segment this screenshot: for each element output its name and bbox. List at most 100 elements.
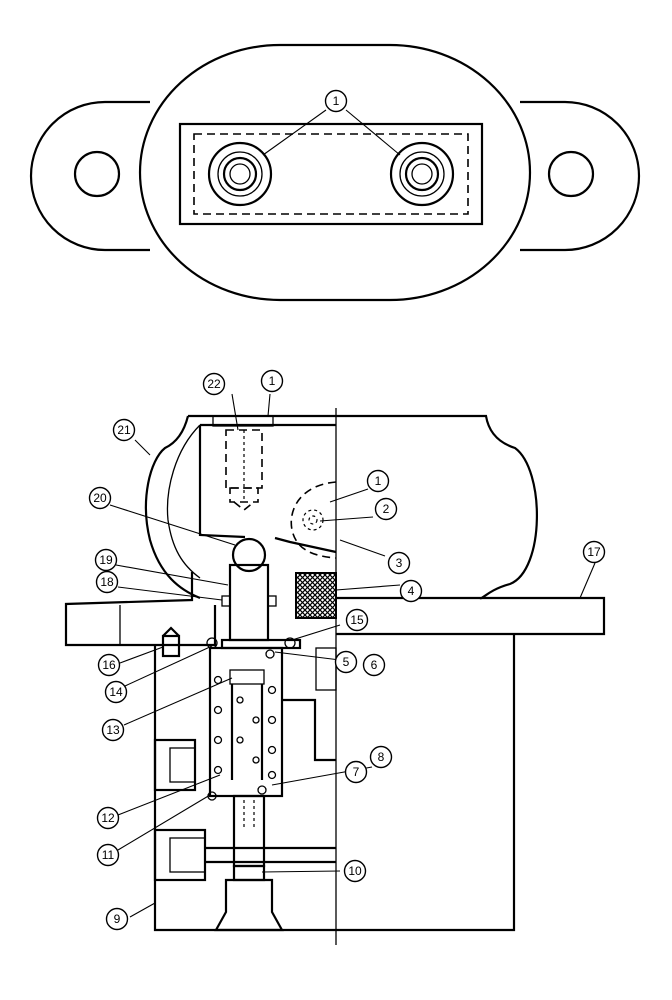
callout-circle	[96, 843, 120, 867]
callout-label: 17	[587, 545, 601, 559]
left-mounting-ear	[29, 100, 150, 252]
callout-label: 19	[99, 553, 113, 567]
callout-label: 10	[348, 864, 362, 878]
callout-circle	[96, 806, 120, 830]
left-flange	[64, 572, 217, 647]
callout-label: 18	[100, 575, 114, 589]
top-cap	[212, 415, 274, 427]
housing-left-dome	[144, 415, 201, 600]
callout-top-1: 1	[324, 89, 348, 113]
callout-circle	[95, 570, 119, 594]
callout-label: 11	[102, 848, 115, 862]
oring-15	[284, 637, 296, 649]
fitting-upper-inner	[169, 747, 196, 783]
callout-circle	[344, 760, 368, 784]
side-block	[315, 647, 337, 691]
housing-left-dome-inner	[166, 424, 201, 579]
leader-top-1-left	[262, 109, 327, 156]
left-port	[207, 141, 273, 207]
callout-label: 21	[117, 423, 131, 437]
callout-circle	[105, 907, 129, 931]
callout-label: 9	[114, 912, 121, 926]
plug-16	[161, 626, 181, 658]
callout-circle	[374, 497, 398, 521]
base-fitting	[214, 878, 284, 932]
callout-c13: 13	[101, 718, 125, 742]
callout-circle	[104, 680, 128, 704]
callout-label: 1	[375, 474, 382, 488]
top-view	[29, 43, 641, 302]
fitting-lower-inner	[169, 837, 206, 873]
leader-top-1-right	[345, 109, 401, 156]
plunger-pin-left	[221, 595, 231, 607]
callout-c15: 15	[345, 608, 369, 632]
right-mounting-ear	[520, 100, 641, 252]
left-ear-hole	[73, 150, 121, 198]
callout-circle	[202, 372, 226, 396]
callout-circle	[101, 718, 125, 742]
callout-label: 12	[101, 811, 115, 825]
pivot-pin	[302, 509, 324, 531]
callout-label: 15	[350, 613, 364, 627]
right-port	[389, 141, 455, 207]
right-flange	[336, 596, 606, 636]
callout-c6: 6	[362, 653, 386, 677]
callout-circle	[582, 540, 606, 564]
callout-label: 5	[343, 655, 350, 669]
callout-label: 20	[93, 491, 107, 505]
callout-circle	[343, 859, 367, 883]
callout-label: 7	[353, 765, 360, 779]
callout-circle	[97, 653, 121, 677]
callout-c17: 17	[582, 540, 606, 564]
lower-stem-collar	[232, 864, 266, 882]
callout-label: 6	[371, 658, 378, 672]
filter-element	[295, 572, 337, 619]
callout-label: 4	[408, 584, 415, 598]
callout-label: 1	[269, 374, 276, 388]
lower-stem	[232, 794, 266, 868]
plunger	[228, 563, 270, 642]
callout-label: 13	[106, 723, 120, 737]
seat-plate	[220, 638, 302, 650]
lower-stem-bore	[243, 800, 255, 830]
callout-circle	[324, 89, 348, 113]
callout-circle	[88, 486, 112, 510]
callout-c1b: 1	[366, 469, 390, 493]
internal-passage	[282, 698, 336, 762]
oring-5	[265, 649, 275, 659]
callout-label: 16	[102, 658, 116, 672]
callout-circle	[94, 548, 118, 572]
callout-c18: 18	[95, 570, 119, 594]
callout-c5: 5	[334, 650, 358, 674]
callout-circle	[366, 469, 390, 493]
spring-coils	[207, 675, 277, 801]
callout-c9: 9	[105, 907, 129, 931]
callout-c7: 7	[344, 760, 368, 784]
top-body-outline	[138, 43, 532, 302]
callout-label: 3	[396, 556, 403, 570]
callout-circle	[369, 745, 393, 769]
callout-circle	[362, 653, 386, 677]
callout-label: 22	[207, 377, 221, 391]
callout-circle	[260, 369, 284, 393]
callout-label: 8	[378, 750, 385, 764]
plunger-ball	[231, 537, 267, 573]
callout-circle	[112, 418, 136, 442]
callout-c2: 2	[374, 497, 398, 521]
gasket-outline	[193, 133, 469, 215]
callout-c21: 21	[112, 418, 136, 442]
callout-c11: 11	[96, 843, 120, 867]
callout-circle	[345, 608, 369, 632]
leaders	[109, 393, 596, 918]
spring-retainer-13	[229, 669, 265, 685]
lever-block	[198, 423, 337, 554]
callout-label: 2	[383, 502, 390, 516]
bolt-22	[225, 429, 263, 512]
callout-c4: 4	[399, 579, 423, 603]
callout-c8: 8	[369, 745, 393, 769]
callout-label: 1	[333, 94, 340, 108]
section-view	[64, 408, 606, 945]
callout-circle	[399, 579, 423, 603]
